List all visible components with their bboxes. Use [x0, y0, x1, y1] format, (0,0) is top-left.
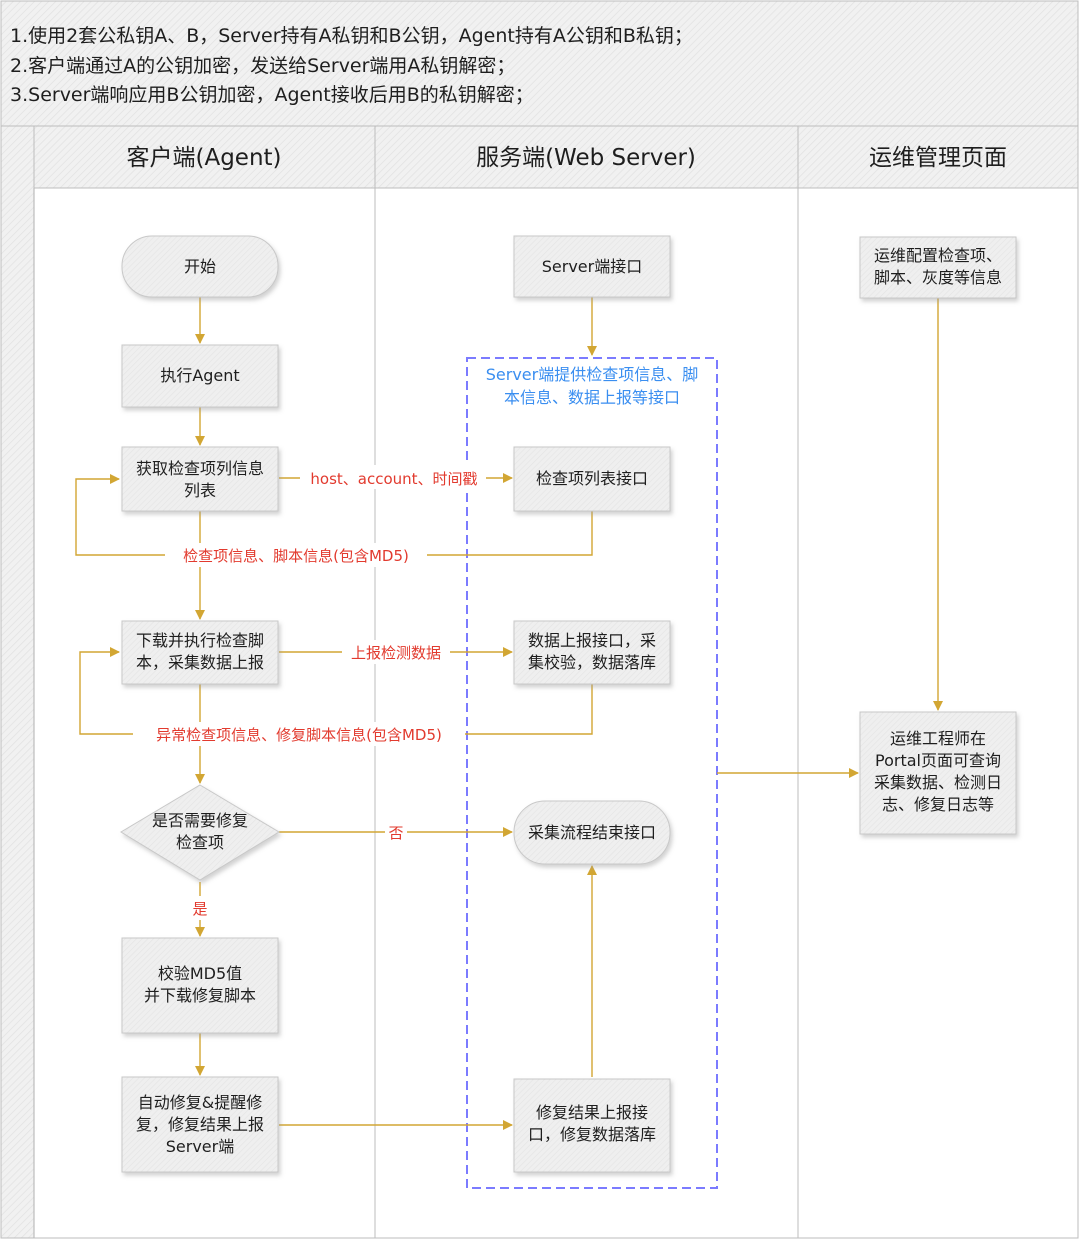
node-auto-repair-line-2: 复，修复结果上报 — [136, 1115, 264, 1134]
edge-label-report-request: 上报检测数据 — [351, 644, 441, 662]
edge-label-yes: 是 — [192, 900, 207, 918]
node-repair-api-line-2: 口，修复数据落库 — [528, 1125, 656, 1144]
node-report-api-line-2: 集校验，数据落库 — [528, 653, 656, 672]
node-repair-api — [513, 1078, 671, 1173]
edge-label-no: 否 — [388, 824, 403, 842]
node-end-api-label: 采集流程结束接口 — [528, 823, 656, 842]
notes-panel — [0, 0, 1079, 127]
edge-label-fetch-response: 检查项信息、脚本信息(包含MD5) — [183, 547, 409, 565]
node-auto-repair-line-1: 自动修复&提醒修 — [138, 1093, 262, 1112]
lane-header-agent — [33, 125, 376, 189]
note-line-3: 3.Server端响应用B公钥加密，Agent接收后用B的私钥解密； — [10, 84, 534, 106]
server-group-note-line-1: Server端提供检查项信息、脚 — [486, 365, 698, 384]
edge-report-response — [79, 647, 593, 735]
node-server-interface-label: Server端接口 — [542, 257, 642, 276]
node-exec-agent — [121, 344, 279, 408]
node-decision-line-2: 检查项 — [176, 833, 224, 852]
node-download-exec-line-2: 本，采集数据上报 — [136, 653, 264, 672]
node-ops-portal — [859, 711, 1017, 835]
node-verify-md5-line-1: 校验MD5值 — [158, 964, 242, 983]
node-ops-portal-line-1: 运维工程师在 — [890, 729, 986, 748]
node-fetch-list-line-1: 获取检查项列信息 — [136, 459, 264, 478]
node-exec-agent-label: 执行Agent — [160, 366, 239, 385]
edge-label-fetch-request: host、account、时间戳 — [310, 470, 477, 488]
node-auto-repair-line-3: Server端 — [166, 1137, 234, 1156]
node-end-api — [513, 800, 671, 865]
node-ops-config-line-2: 脚本、灰度等信息 — [874, 268, 1002, 287]
node-report-api — [513, 620, 671, 685]
node-start-label: 开始 — [184, 257, 216, 276]
node-ops-portal-line-2: Portal页面可查询 — [875, 751, 1001, 770]
lane-header-ops — [797, 125, 1079, 189]
node-list-api — [513, 446, 671, 512]
note-line-2: 2.客户端通过A的公钥加密，发送给Server端用A私钥解密； — [10, 55, 515, 77]
lane-header-server — [374, 125, 799, 189]
node-auto-repair — [121, 1076, 279, 1173]
node-ops-portal-line-3: 采集数据、检测日 — [874, 773, 1002, 792]
node-decision — [120, 784, 280, 881]
node-fetch-list-line-2: 列表 — [184, 481, 216, 500]
node-repair-api-line-1: 修复结果上报接 — [536, 1103, 648, 1122]
node-ops-config — [859, 236, 1017, 299]
lane-title-agent: 客户端(Agent) — [126, 145, 281, 171]
node-start — [121, 235, 279, 298]
node-ops-portal-line-4: 志、修复日志等 — [882, 795, 994, 814]
node-report-api-line-1: 数据上报接口，采 — [528, 631, 656, 650]
edge-label-report-response: 异常检查项信息、修复脚本信息(包含MD5) — [156, 726, 442, 744]
node-verify-md5 — [121, 937, 279, 1034]
left-margin-strip — [0, 125, 35, 1239]
node-fetch-list — [121, 446, 279, 512]
node-ops-config-line-1: 运维配置检查项、 — [874, 246, 1002, 265]
node-verify-md5-line-2: 并下载修复脚本 — [144, 986, 256, 1005]
lane-body-server — [374, 187, 799, 1239]
node-download-exec — [121, 620, 279, 685]
edge-fetch-response — [75, 474, 593, 556]
server-group-note-line-2: 本信息、数据上报等接口 — [504, 388, 680, 407]
note-line-1: 1.使用2套公私钥A、B，Server持有A私钥和B公钥，Agent持有A公钥和… — [10, 25, 693, 47]
node-download-exec-line-1: 下载并执行检查脚 — [136, 631, 264, 650]
node-server-interface — [513, 235, 671, 298]
lane-title-server: 服务端(Web Server) — [476, 145, 696, 171]
node-list-api-label: 检查项列表接口 — [536, 469, 648, 488]
lane-title-ops: 运维管理页面 — [869, 145, 1007, 171]
node-decision-line-1: 是否需要修复 — [152, 811, 248, 830]
